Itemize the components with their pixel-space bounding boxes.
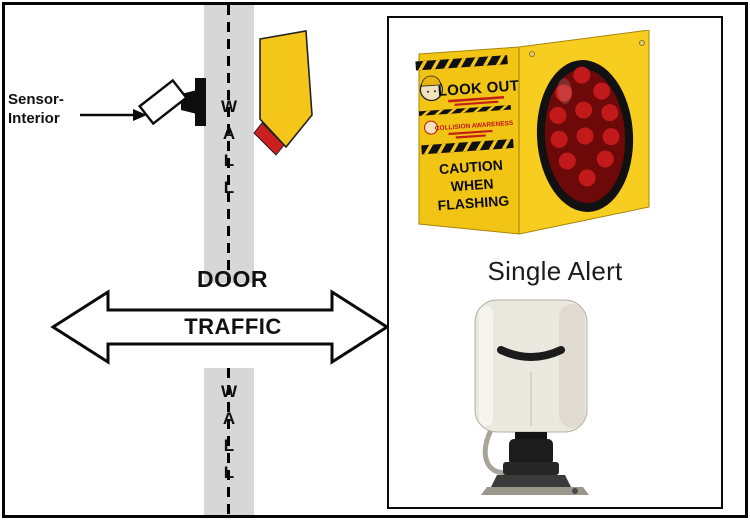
led-light-oval bbox=[536, 60, 634, 212]
sensor-pointer-arrow-icon bbox=[80, 109, 147, 121]
caution-line-1: CAUTION bbox=[439, 157, 504, 177]
plate-screw-icon bbox=[572, 488, 578, 494]
mount-plate bbox=[481, 487, 589, 495]
sensor-slot bbox=[497, 346, 565, 361]
sensor-body-highlight bbox=[479, 306, 493, 426]
fine-print-line bbox=[448, 129, 493, 136]
wall-bottom: W A L L bbox=[204, 368, 254, 515]
screw-icon bbox=[529, 50, 536, 57]
alert-box-image: LOOK OUT COLLISION AWARENESS CAUTION WHE… bbox=[415, 30, 650, 235]
sensor-head bbox=[137, 78, 189, 126]
alert-unit-body bbox=[259, 30, 313, 149]
caution-line-3: FLASHING bbox=[437, 192, 510, 213]
screw-icon bbox=[638, 39, 645, 46]
mount-base bbox=[503, 462, 559, 475]
traffic-label: TRAFFIC bbox=[184, 314, 282, 339]
wall-top-label: W A L L bbox=[220, 97, 238, 197]
product-panel: LOOK OUT COLLISION AWARENESS CAUTION WHE… bbox=[387, 16, 723, 509]
interior-sensor-graphic bbox=[137, 78, 206, 126]
caution-line-2: WHEN bbox=[450, 175, 494, 194]
led-array bbox=[549, 66, 620, 187]
mount-bracket bbox=[509, 439, 553, 465]
sensor-body-shade bbox=[559, 304, 585, 428]
wall-bottom-label: W A L L bbox=[220, 382, 238, 482]
small-mascot-icon bbox=[424, 120, 439, 135]
sensor-interior-label: Sensor- Interior bbox=[8, 91, 64, 127]
wall-bracket bbox=[195, 78, 206, 126]
fine-print-line bbox=[454, 100, 499, 106]
brand-text: LOOK OUT bbox=[437, 77, 520, 100]
motion-sensor-image bbox=[474, 299, 589, 495]
exterior-alert-graphic bbox=[253, 30, 313, 156]
fine-print-line bbox=[455, 134, 486, 139]
single-alert-label: Single Alert bbox=[487, 256, 623, 286]
mount-neck bbox=[515, 432, 547, 441]
wall-top-centerline bbox=[227, 5, 230, 283]
wall-top: W A L L bbox=[204, 5, 254, 283]
door-label: DOOR bbox=[197, 266, 268, 292]
box-front-label-art: LOOK OUT COLLISION AWARENESS CAUTION WHE… bbox=[415, 55, 520, 213]
fine-print-line bbox=[448, 95, 505, 103]
mascot-logo-icon bbox=[419, 75, 444, 102]
mount-foot bbox=[491, 475, 571, 487]
wall-bottom-centerline bbox=[227, 368, 230, 515]
